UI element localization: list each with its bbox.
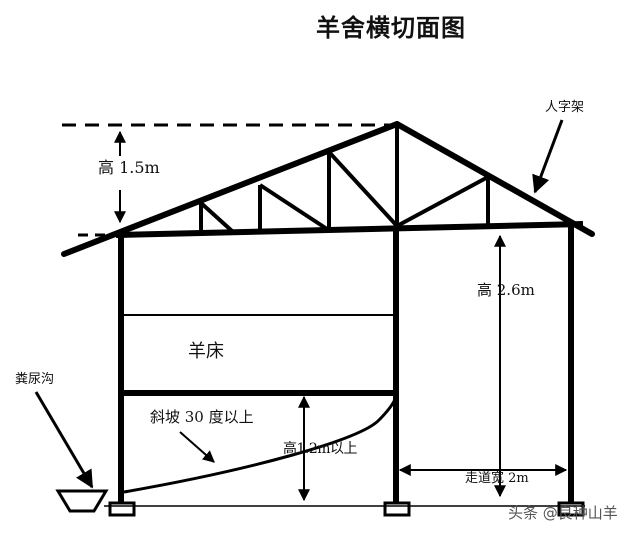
manure-ditch-label: 粪尿沟 (15, 372, 55, 387)
slope-label: 斜坡 30 度以上 (150, 408, 254, 426)
slope-curve (123, 395, 398, 494)
tie-beam (115, 221, 584, 238)
roof-truss-web (199, 124, 490, 233)
manure-ditch (55, 489, 109, 513)
middle-footing (383, 501, 411, 517)
bed-height-label: 高1.2m以上 (283, 441, 358, 457)
roof-height-label: 高 1.5m (98, 158, 160, 177)
walkway-width-label: 走道宽 2m (465, 471, 529, 486)
slope-pointer-arrow (179, 431, 215, 463)
diagram-title: 羊舍横切面图 (316, 13, 466, 42)
wall-height-label: 高 2.6m (477, 281, 535, 299)
ridge-frame-label: 人字架 (545, 100, 585, 115)
sheep-bed-label: 羊床 (188, 341, 224, 362)
ridge-pointer-arrow (532, 119, 564, 194)
watermark: 头条 @良种山羊 (508, 504, 618, 522)
ditch-pointer-arrow (34, 391, 94, 489)
right-rafter (394, 121, 595, 237)
left-footing (108, 501, 136, 517)
